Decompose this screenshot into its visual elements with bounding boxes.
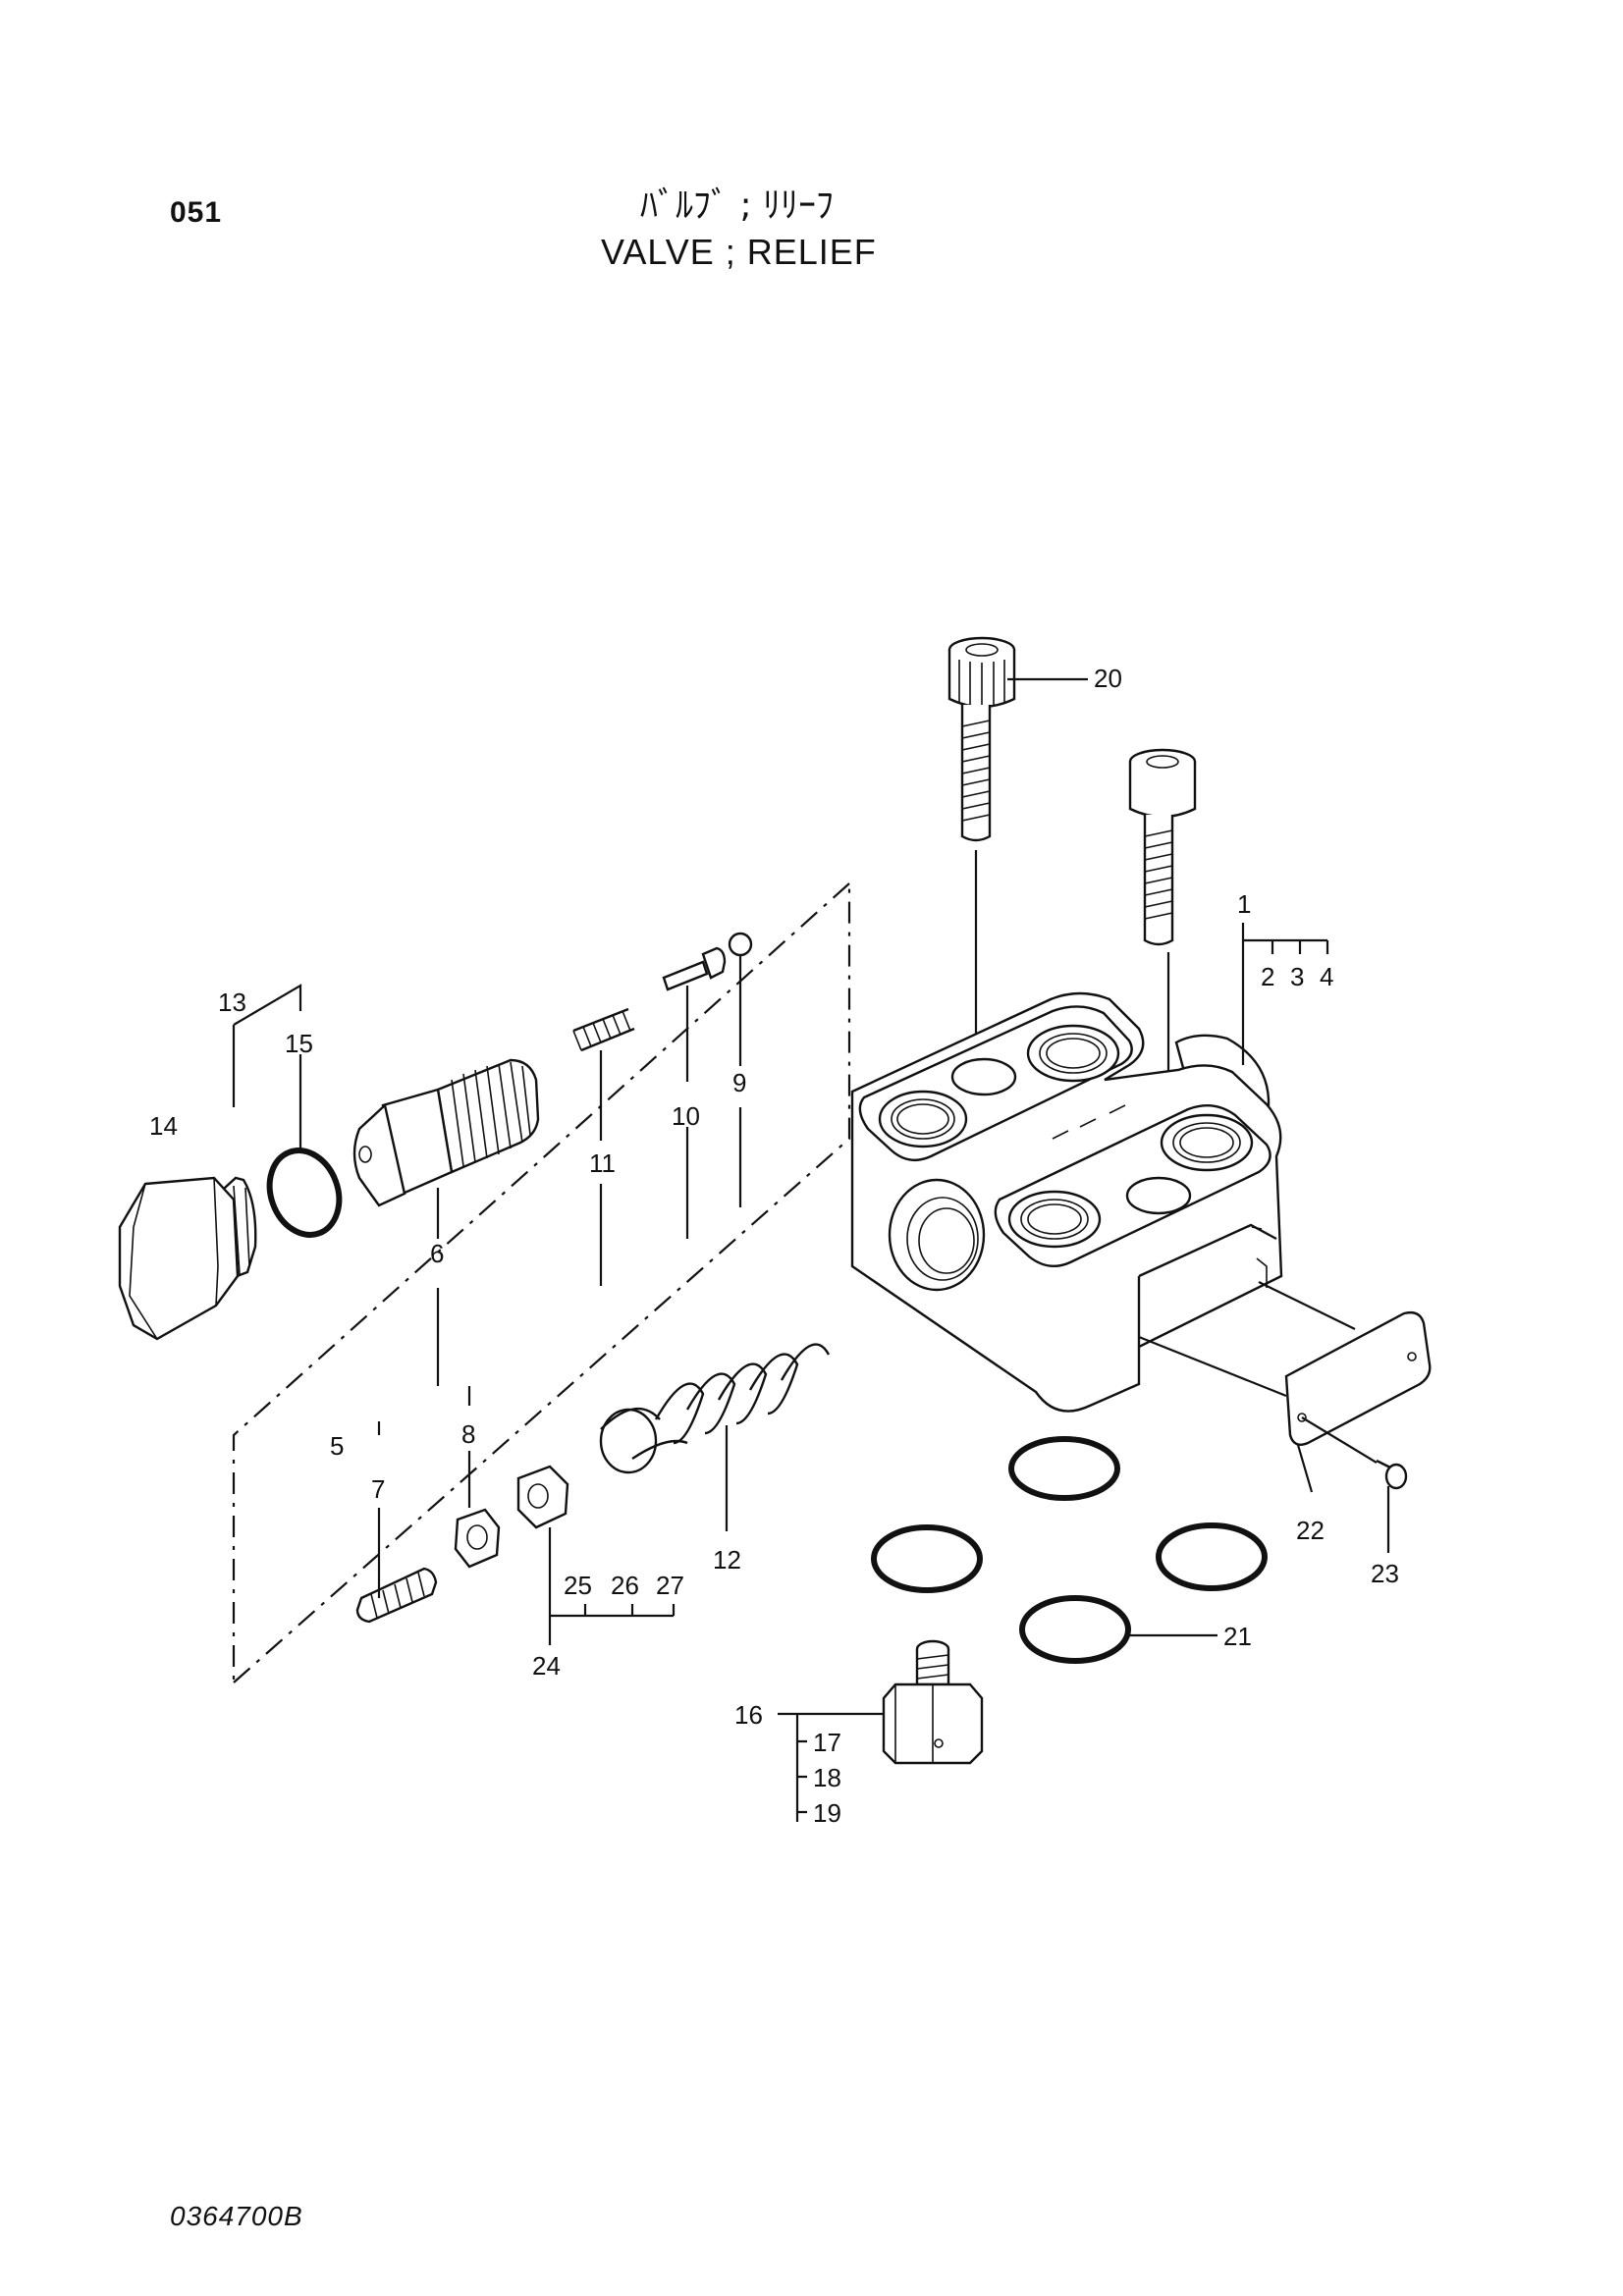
- callout-6: 6: [430, 1239, 444, 1268]
- callout-3: 3: [1290, 962, 1304, 991]
- callout-10: 10: [672, 1101, 700, 1131]
- o-rings-21-part: [871, 1436, 1268, 1664]
- spring-11-part: [572, 1007, 635, 1052]
- nut-8-part: [454, 1508, 501, 1569]
- callout-26: 26: [611, 1571, 639, 1600]
- callout-11: 11: [589, 1148, 616, 1178]
- page-number: 051: [170, 196, 223, 229]
- cover-plate-part: [1284, 1310, 1432, 1446]
- leader-lines: [232, 677, 1390, 1822]
- callout-23: 23: [1371, 1559, 1399, 1588]
- callout-5: 5: [330, 1431, 344, 1461]
- assembly-boundary: [232, 882, 851, 1683]
- cap-nut-24-part: [516, 1465, 569, 1529]
- callout-16: 16: [734, 1700, 763, 1730]
- plug-14-part: [118, 1176, 257, 1341]
- bolt-second-part: [1128, 748, 1197, 946]
- callout-22: 22: [1296, 1516, 1325, 1545]
- poppet-6-part: [352, 1058, 540, 1207]
- callout-13: 13: [218, 988, 246, 1017]
- o-ring-15-part: [266, 1148, 343, 1238]
- callout-1: 1: [1237, 889, 1251, 919]
- callout-15: 15: [285, 1029, 313, 1058]
- ball-9-part: [728, 932, 753, 957]
- callout-24: 24: [532, 1651, 561, 1681]
- callout-9: 9: [732, 1068, 746, 1097]
- bolt-20-part: [947, 636, 1016, 842]
- spring-12-part: [599, 1343, 831, 1474]
- drawing-number: 0364700B: [170, 2201, 303, 2231]
- callout-14: 14: [149, 1111, 178, 1141]
- set-screw-7-part: [355, 1567, 438, 1624]
- callout-4: 4: [1320, 962, 1333, 991]
- callout-17: 17: [813, 1728, 841, 1757]
- callout-20: 20: [1094, 664, 1122, 693]
- title-japanese: ﾊﾞﾙﾌﾞ ; ﾘﾘｰﾌ: [640, 186, 835, 226]
- callout-21: 21: [1223, 1622, 1252, 1651]
- callout-18: 18: [813, 1763, 841, 1792]
- valve-body-part: [850, 991, 1283, 1413]
- callout-labels: 1 2 3 4 5 6 7 8 9 10 11 12 13 14 15 16 1…: [149, 664, 1399, 1828]
- callout-12: 12: [713, 1545, 741, 1575]
- fitting-16-part: [882, 1639, 984, 1765]
- callout-25: 25: [564, 1571, 592, 1600]
- title-english: VALVE ; RELIEF: [601, 232, 877, 272]
- callout-7: 7: [371, 1474, 385, 1504]
- callout-19: 19: [813, 1798, 841, 1828]
- callout-8: 8: [461, 1419, 475, 1449]
- screw-23-part: [1376, 1459, 1408, 1490]
- callout-27: 27: [656, 1571, 684, 1600]
- callout-2: 2: [1261, 962, 1274, 991]
- pin-10-part: [662, 946, 727, 991]
